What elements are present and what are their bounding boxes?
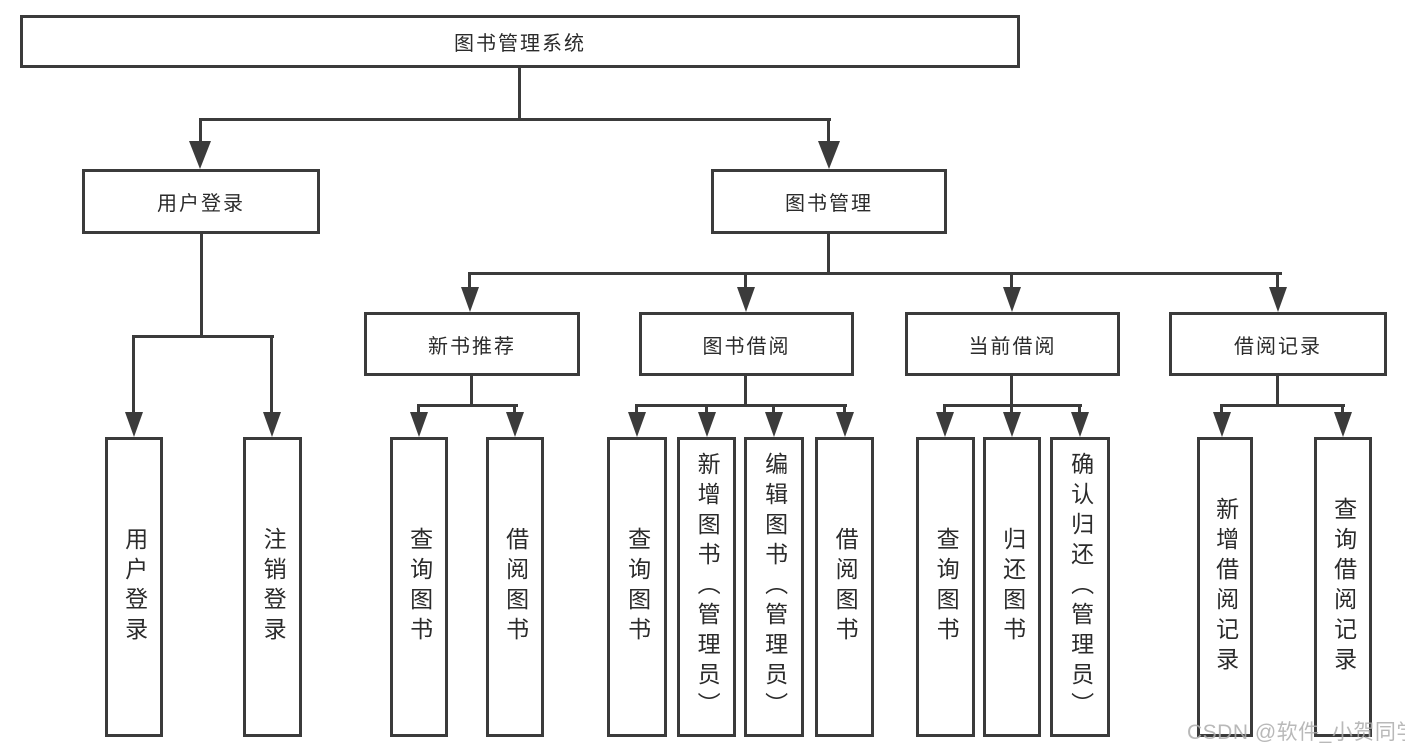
node-label: 借阅记录	[1234, 335, 1322, 358]
connector-stem	[199, 118, 202, 144]
leaf-label: 新增图书（管理员）	[694, 452, 721, 722]
leaf-add-books-admin: 新增图书（管理员）	[677, 437, 736, 737]
leaf-label: 查询图书	[406, 527, 433, 647]
leaf-confirm-return-admin: 确认归还（管理员）	[1050, 437, 1110, 737]
arrow-down-icon	[189, 141, 211, 169]
connector-stem	[417, 404, 420, 414]
connector-stem	[132, 335, 135, 413]
arrow-down-icon	[1334, 412, 1352, 437]
connector-stem	[827, 118, 830, 144]
node-label: 图书管理	[785, 193, 873, 215]
leaf-return-books: 归还图书	[983, 437, 1041, 737]
arrow-down-icon	[1003, 287, 1021, 312]
connector-stem	[1276, 272, 1279, 288]
connector-branch	[635, 404, 847, 407]
leaf-label: 注销登录	[260, 527, 287, 647]
leaf-label: 新增借阅记录	[1212, 497, 1239, 677]
connector-stem	[744, 272, 747, 288]
arrow-down-icon	[461, 287, 479, 312]
arrow-down-icon	[1003, 412, 1021, 437]
connector-stem	[943, 404, 946, 414]
node-current-borrowing: 当前借阅	[905, 312, 1120, 376]
arrow-down-icon	[818, 141, 840, 169]
node-user-login: 用户登录	[82, 169, 320, 234]
arrow-down-icon	[1213, 412, 1231, 437]
connector-stem	[635, 404, 638, 414]
node-book-borrowing: 图书借阅	[639, 312, 854, 376]
leaf-label: 用户登录	[121, 527, 148, 647]
leaf-edit-books-admin: 编辑图书（管理员）	[744, 437, 804, 737]
csdn-watermark: CSDN @软件_小贺同学	[1187, 721, 1405, 744]
leaf-query-books-borrowing: 查询图书	[607, 437, 667, 737]
leaf-label: 查询图书	[933, 527, 960, 647]
node-label: 新书推荐	[428, 335, 516, 358]
connector-stem	[270, 335, 273, 413]
arrow-down-icon	[765, 412, 783, 437]
connector-level1-branch	[199, 118, 831, 121]
leaf-query-books-recommend: 查询图书	[390, 437, 448, 737]
connector-stem	[470, 376, 473, 406]
connector-stem	[200, 233, 203, 337]
connector-stem	[1341, 404, 1344, 414]
leaf-query-books-current: 查询图书	[916, 437, 975, 737]
arrow-down-icon	[628, 412, 646, 437]
arrow-down-icon	[263, 412, 281, 437]
arrow-down-icon	[410, 412, 428, 437]
node-book-management: 图书管理	[711, 169, 947, 234]
leaf-borrow-books: 借阅图书	[815, 437, 874, 737]
leaf-query-borrow-record: 查询借阅记录	[1314, 437, 1372, 737]
connector-stem	[744, 376, 747, 406]
node-label: 图书借阅	[702, 335, 791, 358]
leaf-add-borrow-record: 新增借阅记录	[1197, 437, 1253, 737]
node-label: 图书管理系统	[454, 33, 586, 55]
connector-stem	[1010, 404, 1013, 414]
node-new-book-recommendation: 新书推荐	[364, 312, 580, 376]
node-label: 用户登录	[157, 193, 245, 215]
connector-stem	[513, 404, 516, 414]
connector-branch	[417, 404, 518, 407]
leaf-label: 归还图书	[999, 527, 1026, 647]
connector-stem	[1010, 376, 1013, 406]
connector-branch	[1220, 404, 1345, 407]
leaf-label: 借阅图书	[502, 527, 529, 647]
arrow-down-icon	[836, 412, 854, 437]
arrow-down-icon	[1071, 412, 1089, 437]
connector-branch	[132, 335, 274, 338]
leaf-label: 借阅图书	[832, 527, 859, 647]
connector-stem	[827, 234, 830, 275]
connector-stem	[468, 272, 471, 288]
arrow-down-icon	[737, 287, 755, 312]
connector-root-stem	[518, 68, 521, 118]
connector-stem	[772, 404, 775, 414]
leaf-label: 查询图书	[624, 527, 651, 647]
connector-stem	[843, 404, 846, 414]
arrow-down-icon	[506, 412, 524, 437]
arrow-down-icon	[125, 412, 143, 437]
arrow-down-icon	[698, 412, 716, 437]
connector-level2-branch	[468, 272, 1282, 275]
connector-stem	[1010, 272, 1013, 288]
leaf-label: 编辑图书（管理员）	[761, 452, 788, 722]
node-library-management-system: 图书管理系统	[20, 15, 1020, 68]
connector-stem	[1276, 376, 1279, 406]
node-borrowing-records: 借阅记录	[1169, 312, 1387, 376]
connector-stem	[1078, 404, 1081, 414]
arrow-down-icon	[1269, 287, 1287, 312]
node-label: 当前借阅	[968, 335, 1057, 358]
connector-stem	[1220, 404, 1223, 414]
connector-stem	[705, 404, 708, 414]
leaf-label: 确认归还（管理员）	[1067, 452, 1094, 722]
leaf-borrow-books-recommend: 借阅图书	[486, 437, 544, 737]
leaf-label: 查询借阅记录	[1330, 497, 1357, 677]
leaf-user-login: 用户登录	[105, 437, 163, 737]
leaf-logout: 注销登录	[243, 437, 302, 737]
arrow-down-icon	[936, 412, 954, 437]
